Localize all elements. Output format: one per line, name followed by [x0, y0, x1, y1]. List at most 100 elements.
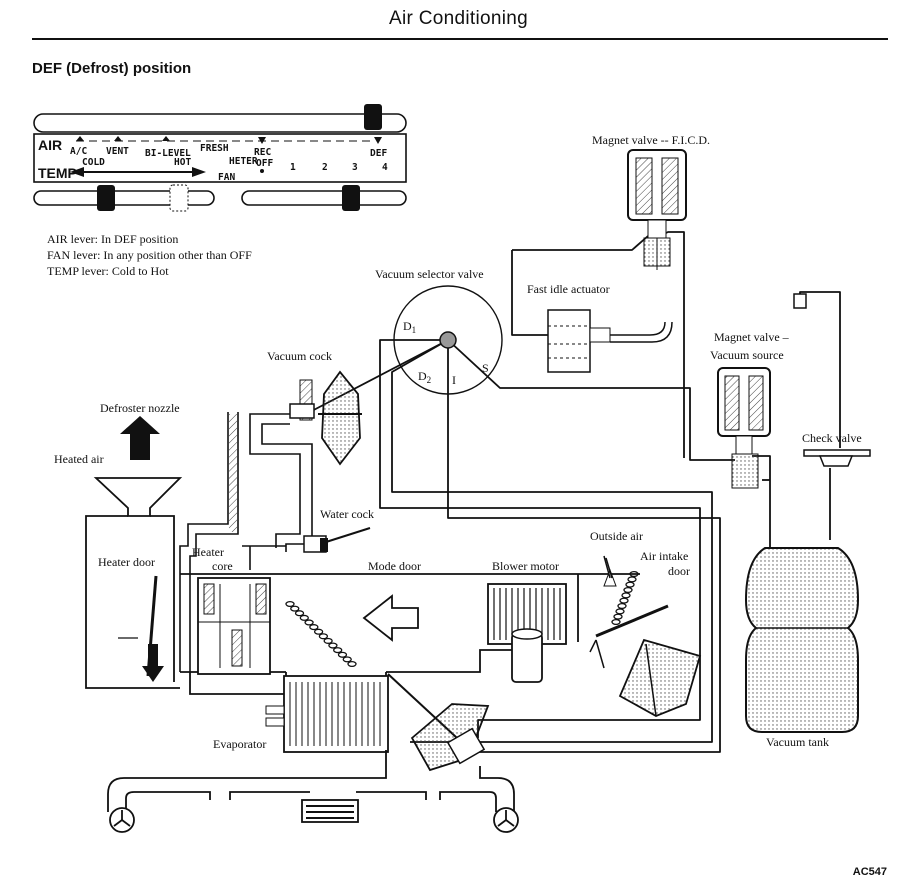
vacuum-tank — [744, 547, 860, 733]
air-pos-heter: HETER — [229, 156, 258, 167]
fan-label: FAN — [218, 172, 235, 183]
spring-coil — [299, 614, 309, 621]
fan-speed-4: 4 — [382, 162, 388, 173]
air-intake-door — [589, 557, 702, 717]
floor-duct — [107, 750, 519, 833]
air-label: AIR — [38, 137, 62, 153]
heater-core — [197, 577, 271, 675]
blower-motor — [487, 583, 567, 683]
air-pos-bilevel: BI-LEVEL — [145, 148, 191, 159]
air-pos-off: OFF — [256, 158, 273, 169]
spring-coil — [611, 618, 621, 626]
fan-speed-1: 1 — [290, 162, 296, 173]
label-heater-core-2: core — [212, 559, 233, 573]
spring-coil — [328, 642, 338, 649]
fan-lever-knob[interactable] — [342, 185, 360, 211]
mode-door-spring — [285, 600, 357, 668]
label-check-valve: Check valve — [802, 431, 862, 445]
port-d1: D1 — [403, 319, 416, 335]
legend-fan-lever: FAN lever: In any position other than OF… — [47, 248, 252, 262]
air-lever-knob[interactable] — [364, 104, 382, 130]
temp-hot-label: HOT — [174, 157, 191, 168]
air-pos-def: DEF — [370, 148, 387, 159]
spring-coil — [629, 570, 639, 578]
spring-coil — [318, 633, 329, 640]
magnet-valve-vacuum-source — [717, 367, 771, 489]
outside-air-arrow — [603, 555, 611, 579]
label-defroster-nozzle: Defroster nozzle — [100, 401, 180, 415]
control-panel-face — [33, 133, 407, 183]
fan-speed-2: 2 — [322, 162, 328, 173]
label-vacuum-cock: Vacuum cock — [267, 349, 332, 363]
airflow-arrow — [362, 594, 419, 642]
temp-lever-knob-hot — [169, 184, 189, 212]
spring-coil — [294, 610, 305, 617]
label-outside-air: Outside air — [590, 529, 643, 543]
label-magnet-valve-ficd: Magnet valve -- F.I.C.D. — [592, 133, 710, 147]
legend-air-lever: AIR lever: In DEF position — [47, 232, 179, 246]
evaporator — [265, 675, 389, 753]
spring-coil — [347, 660, 357, 668]
spring-coil — [625, 581, 635, 588]
fast-idle-actuator — [547, 309, 673, 373]
air-pos-vent: VENT — [106, 146, 129, 157]
label-heater-door: Heater door — [98, 555, 155, 569]
air-pos-fresh: FRESH — [200, 143, 229, 154]
port-d2: D2 — [418, 369, 431, 385]
mode-door-actuator — [387, 673, 490, 772]
spring-coil — [323, 637, 333, 644]
label-air-intake-door-2: door — [668, 564, 690, 578]
vacuum-cock — [289, 370, 362, 466]
spring-coil — [337, 651, 348, 658]
control-panel: AIR TEMP FAN A/C VENT BI-LEVEL FRESH HET… — [33, 104, 407, 212]
label-evaporator: Evaporator — [213, 737, 266, 751]
page-title: Air Conditioning — [389, 8, 528, 29]
temp-label: TEMP — [38, 165, 77, 181]
check-valve — [793, 293, 871, 467]
temp-lever-track — [33, 190, 215, 206]
spring-coil — [623, 586, 633, 594]
heater-duct — [179, 412, 313, 672]
air-pos-rec: REC — [254, 147, 271, 158]
spring-coil — [309, 624, 319, 631]
spring-coil — [290, 605, 300, 612]
figure-code: AC547 — [852, 866, 887, 878]
label-magnet-valve-vacuum-2: Vacuum source — [710, 348, 784, 362]
spring-coil — [615, 608, 625, 615]
label-blower-motor: Blower motor — [492, 559, 559, 573]
spring-coil — [333, 647, 343, 654]
heater-door — [118, 575, 164, 682]
label-vacuum-selector-valve: Vacuum selector valve — [375, 267, 484, 281]
label-vacuum-tank: Vacuum tank — [766, 735, 829, 749]
temp-cold-label: COLD — [82, 157, 105, 168]
defroster-nozzle — [85, 416, 183, 689]
magnet-valve-ficd — [627, 149, 687, 270]
spring-coil — [285, 600, 295, 608]
fan-lever-track — [241, 190, 407, 206]
air-pos-ac: A/C — [70, 146, 87, 157]
temp-lever-knob-cold[interactable] — [97, 185, 115, 211]
vacuum-selector-valve[interactable]: D1 D2 I S — [393, 285, 503, 395]
label-magnet-valve-vacuum-1: Magnet valve – — [714, 330, 790, 344]
water-cock — [303, 527, 371, 553]
section-heading: DEF (Defrost) position — [32, 60, 192, 77]
spring-coil — [313, 628, 324, 635]
label-mode-door: Mode door — [368, 559, 421, 573]
spring-coil — [627, 576, 637, 583]
label-heater-core-1: Heater — [192, 545, 224, 559]
label-heated-air: Heated air — [54, 452, 104, 466]
label-fast-idle-actuator: Fast idle actuator — [527, 282, 610, 296]
port-i: I — [452, 373, 456, 387]
fan-speed-3: 3 — [352, 162, 358, 173]
label-water-cock: Water cock — [320, 507, 374, 521]
label-air-intake-door-1: Air intake — [640, 549, 688, 563]
legend-temp-lever: TEMP lever: Cold to Hot — [47, 264, 169, 278]
air-intake-spring — [611, 570, 639, 626]
spring-coil — [621, 592, 631, 599]
spring-coil — [613, 613, 623, 620]
spring-coil — [619, 597, 629, 604]
labels: Vacuum selector valve Fast idle actuator… — [54, 133, 862, 751]
title-rule — [32, 38, 888, 40]
spring-coil — [617, 602, 627, 610]
